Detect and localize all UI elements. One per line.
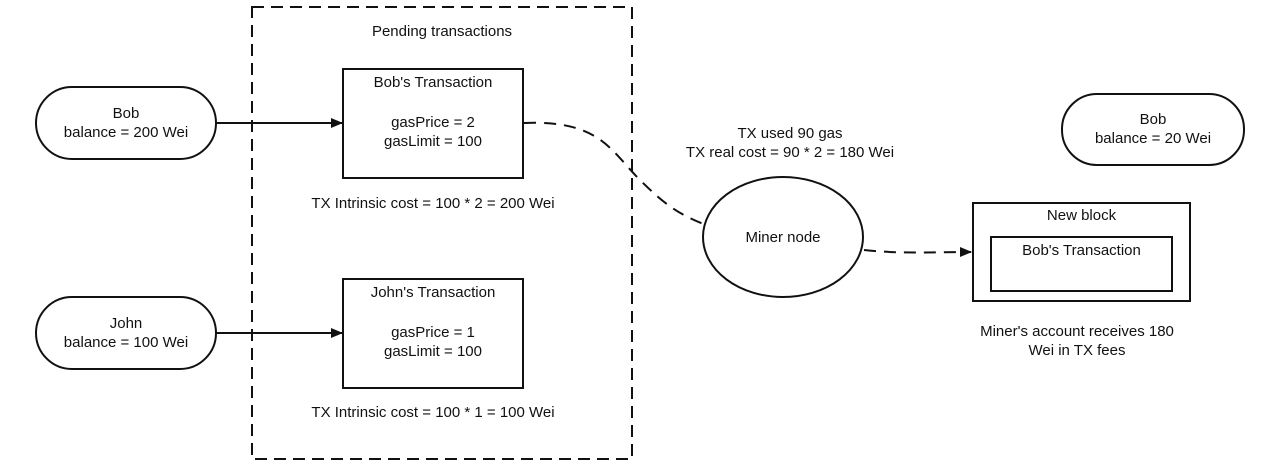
- miner-real-cost: TX real cost = 90 * 2 = 180 Wei: [685, 144, 895, 161]
- bob-transaction-gas-limit: gasLimit = 100: [384, 133, 482, 150]
- bob-transaction-gas-price: gasPrice = 2: [391, 114, 475, 131]
- john-name: John: [109, 315, 143, 332]
- dashed-arrow-miner-to-block: [863, 247, 972, 258]
- bob-transaction-box: [342, 68, 524, 179]
- john-transaction-title: John's Transaction: [370, 284, 496, 301]
- miner-fees-note-line1: Miner's account receives 180: [980, 323, 1174, 340]
- block-transaction-box: [990, 236, 1173, 292]
- john-transaction-box: [342, 278, 524, 389]
- pending-transactions-frame: [251, 6, 633, 460]
- block-transaction-title: Bob's Transaction: [1022, 242, 1141, 259]
- miner-node-label: Miner node: [745, 229, 821, 246]
- bob-after-balance: balance = 20 Wei: [1094, 130, 1212, 147]
- bob-before-name: Bob: [112, 105, 140, 122]
- new-block-title: New block: [1046, 207, 1117, 224]
- miner-gas-used: TX used 90 gas: [737, 125, 843, 142]
- dashed-connector-transaction-to-miner: [523, 121, 707, 226]
- john-intrinsic-cost: TX Intrinsic cost = 100 * 1 = 100 Wei: [311, 404, 555, 421]
- bob-intrinsic-cost: TX Intrinsic cost = 100 * 2 = 200 Wei: [311, 195, 555, 212]
- pending-transactions-title: Pending transactions: [371, 23, 513, 40]
- john-transaction-gas-price: gasPrice = 1: [391, 324, 475, 341]
- bob-after-name: Bob: [1139, 111, 1167, 128]
- john-balance: balance = 100 Wei: [63, 334, 189, 351]
- bob-transaction-title: Bob's Transaction: [373, 74, 493, 91]
- bob-account-after-shape: [1061, 93, 1245, 166]
- miner-node-shape: [702, 176, 864, 298]
- miner-fees-note-line2: Wei in TX fees: [1028, 342, 1126, 359]
- john-transaction-gas-limit: gasLimit = 100: [384, 343, 482, 360]
- bob-before-balance: balance = 200 Wei: [63, 124, 189, 141]
